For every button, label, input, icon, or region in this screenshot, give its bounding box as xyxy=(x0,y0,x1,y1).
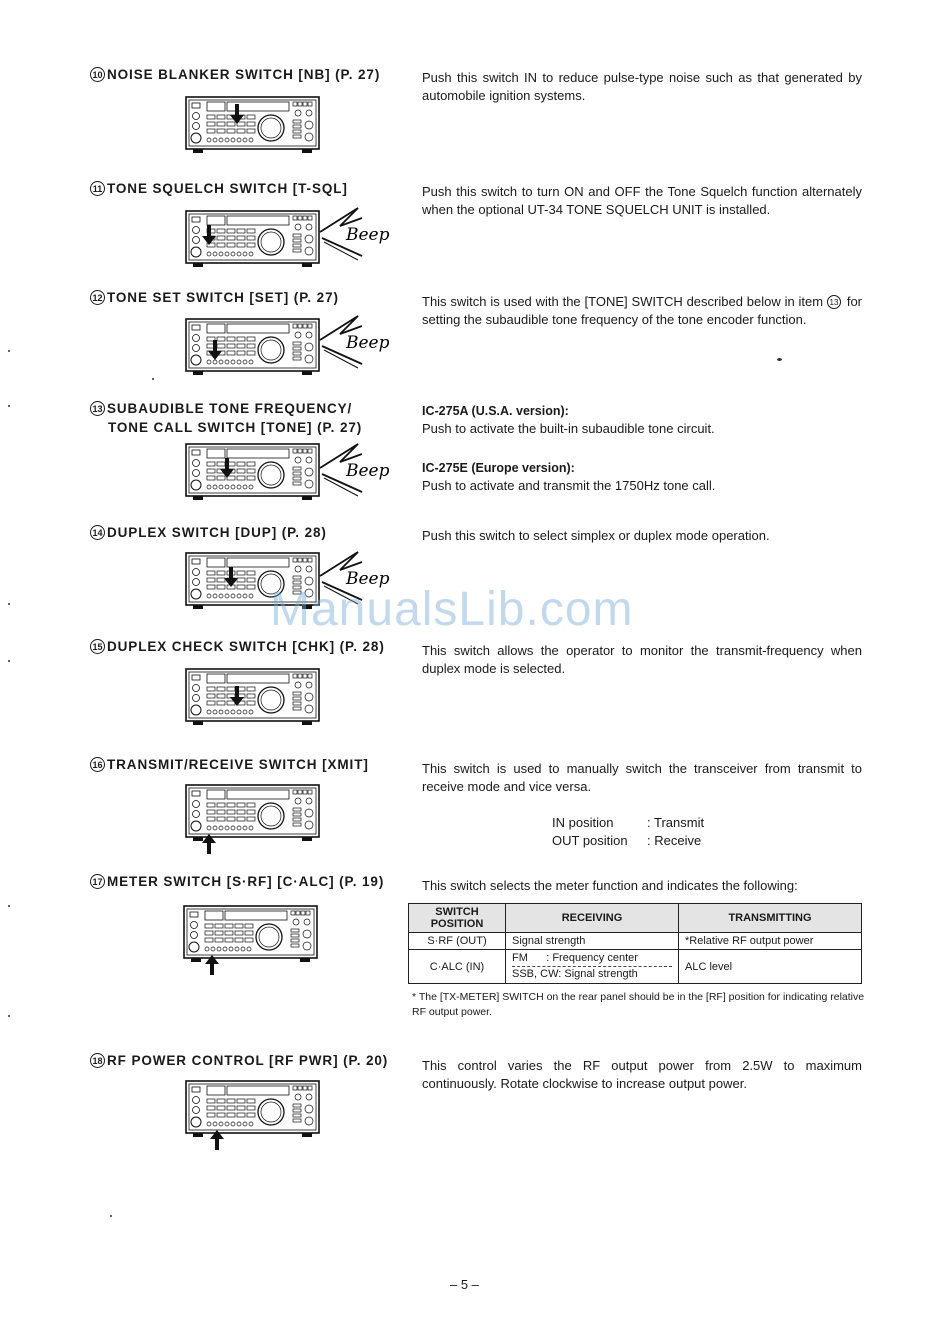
section-11-description: Push this switch to turn ON and OFF the … xyxy=(422,184,862,217)
section-15-description: This switch allows the operator to monit… xyxy=(422,643,862,676)
section-16-description: This switch is used to manually switch t… xyxy=(422,761,862,794)
section-12-description: This switch is used with the [TONE] SWIT… xyxy=(422,294,862,327)
section-13-description: IC-275A (U.S.A. version): Push to activa… xyxy=(422,404,716,493)
table-header: SWITCH POSITION xyxy=(408,903,506,933)
beep-icon: Beep xyxy=(319,207,390,261)
position-in-value: : Transmit xyxy=(647,815,705,830)
table-row: C·ALC (IN) FM : Frequency center SSB, CW… xyxy=(408,949,862,984)
section-13-heading-line2: TONE CALL SWITCH [TONE] (P. 27) xyxy=(108,420,363,435)
svg-text:Beep: Beep xyxy=(345,333,390,353)
section-18-description: This control varies the RF output power … xyxy=(422,1058,862,1091)
section-17-description: This switch selects the meter function a… xyxy=(422,878,798,893)
section-10-description: Push this switch IN to reduce pulse-type… xyxy=(422,70,862,103)
radio-front-panel-tsql xyxy=(185,210,320,268)
radio-front-panel-chk xyxy=(185,668,320,726)
radio-front-panel-set xyxy=(185,318,320,376)
radio-front-panel-nb xyxy=(185,96,320,154)
item-reference: 13 xyxy=(826,295,841,309)
beep-icon: Beep xyxy=(319,315,390,369)
radio-front-panel-meter xyxy=(183,905,318,975)
radio-front-panel-tone xyxy=(185,443,320,501)
meter-function-table: SWITCH POSITION RECEIVING TRANSMITTING S… xyxy=(408,903,862,984)
watermark: ManualsLib.com xyxy=(270,583,634,636)
svg-text:Beep: Beep xyxy=(345,225,390,245)
table-header: RECEIVING xyxy=(505,903,679,933)
section-number: 10 xyxy=(90,67,105,82)
position-out-label: OUT position xyxy=(552,833,628,848)
radio-front-panel-xmit xyxy=(185,784,320,854)
beep-icon: Beep xyxy=(319,551,390,605)
table-footnote: * The [TX-METER] SWITCH on the rear pane… xyxy=(412,991,865,1018)
radio-front-panel-rfpwr xyxy=(185,1080,320,1150)
position-in-label: IN position xyxy=(552,815,614,830)
svg-text:Beep: Beep xyxy=(345,569,390,589)
beep-icon: Beep xyxy=(319,443,390,497)
position-out-value: : Receive xyxy=(647,833,702,848)
svg-text:Beep: Beep xyxy=(345,461,390,481)
table-header: TRANSMITTING xyxy=(678,903,862,933)
section-14-description: Push this switch to select simplex or du… xyxy=(422,528,770,543)
page-number: – 5 – xyxy=(450,1277,479,1292)
table-row: S·RF (OUT) Signal strength *Relative RF … xyxy=(408,932,862,950)
